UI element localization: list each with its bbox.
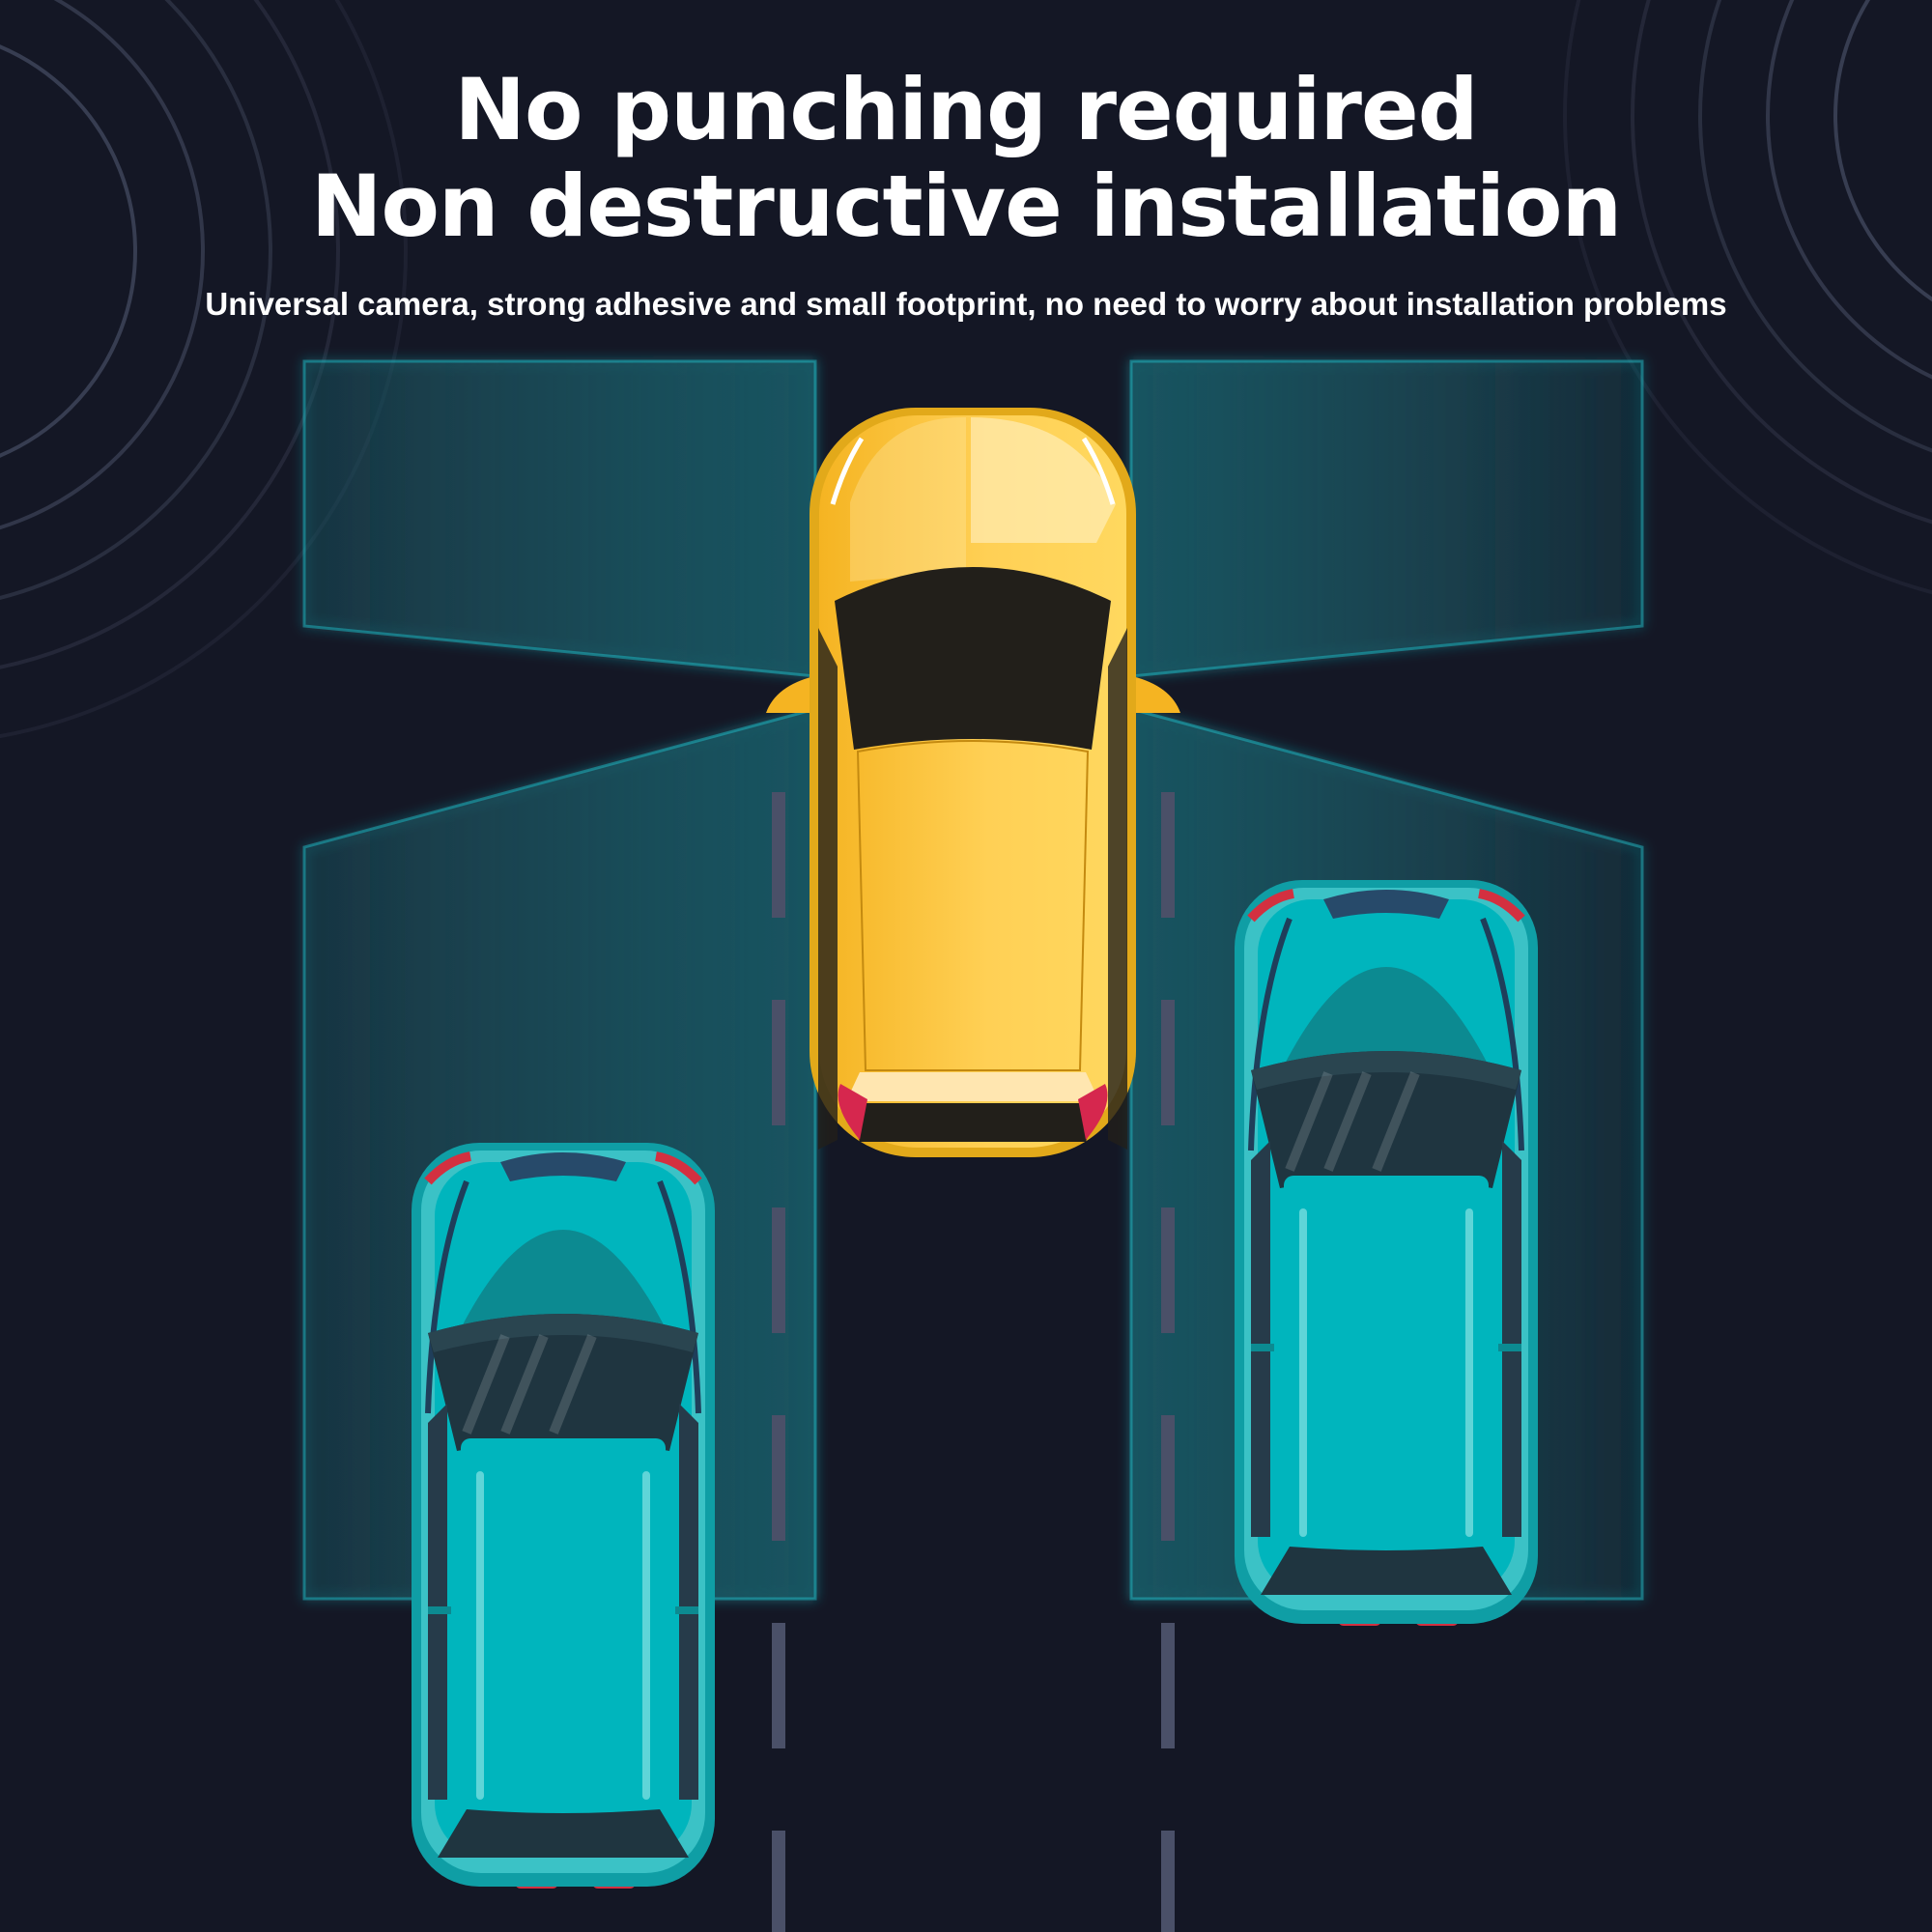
radar-wave-icon [1563, 0, 1932, 595]
headline-line-1: No punching required [454, 60, 1478, 159]
lane-markings [772, 792, 1175, 1932]
teal-car-icon [1235, 880, 1538, 1626]
headline-line-2: Non destructive installation [310, 156, 1622, 256]
subtitle: Universal camera, strong adhesive and sm… [205, 286, 1727, 322]
yellow-car-icon [766, 408, 1180, 1157]
radar-wave-icon [0, 0, 408, 738]
teal-car-icon [412, 1143, 715, 1889]
